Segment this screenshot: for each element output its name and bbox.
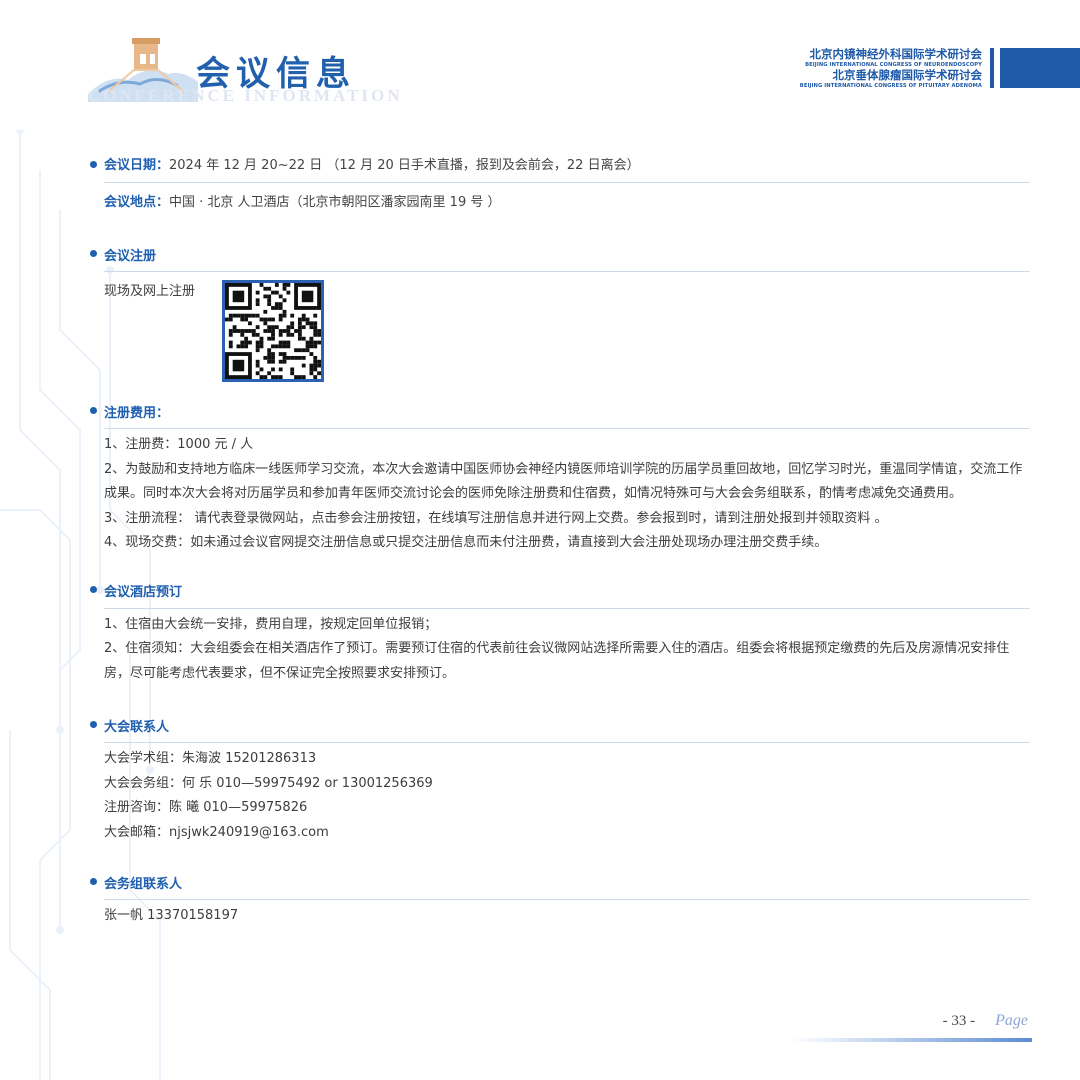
org-line1-cn: 北京内镜神经外科国际学术研讨会 bbox=[809, 47, 983, 61]
contact-academic: 大会学术组：朱海波 15201286313 bbox=[104, 751, 317, 766]
contacts-list: 大会学术组：朱海波 15201286313 大会会务组：何 乐 010—5997… bbox=[104, 747, 1030, 845]
bullet-icon bbox=[90, 720, 97, 728]
section-heading: 注册费用： bbox=[90, 396, 1030, 426]
header-subtitle: CONFERENCE INFORMATION bbox=[88, 86, 403, 105]
org-line2-cn: 北京垂体腺瘤国际学术研讨会 bbox=[832, 68, 983, 82]
org-line1-en: BEIJING INTERNATIONAL CONGRESS OF NEUROE… bbox=[805, 62, 982, 68]
venue-value: 中国 · 北京 人卫酒店（北京市朝阳区潘家园南里 19 号 ） bbox=[169, 195, 501, 210]
hotel-section: 会议酒店预订 1、住宿由大会统一安排，费用自理，按规定回单位报销； 2、住宿须知… bbox=[90, 576, 1030, 687]
divider bbox=[104, 271, 1030, 272]
bullet-icon bbox=[90, 586, 97, 593]
hotel-item-1: 1、住宿由大会统一安排，费用自理，按规定回单位报销； bbox=[104, 616, 438, 632]
page-indicator: - 33 - Page bbox=[943, 1012, 1028, 1030]
section-heading: 会务组联系人 bbox=[90, 867, 1030, 897]
bullet-icon bbox=[90, 406, 97, 414]
contact-registration: 注册咨询：陈 曦 010—59975826 bbox=[104, 800, 308, 815]
section-heading: 大会联系人 bbox=[90, 710, 1030, 740]
divider bbox=[104, 607, 1030, 609]
fee-item-4: 4、现场交费：如未通过会议官网提交注册信息或只提交注册信息而未付注册费，请直接到… bbox=[104, 535, 828, 550]
organizer-block: 北京内镜神经外科国际学术研讨会 BEIJING INTERNATIONAL CO… bbox=[800, 48, 982, 90]
date-value: 2024 年 12 月 20~22 日 （12 月 20 日手术直播，报到及会前… bbox=[169, 158, 640, 173]
page-title: 会议信息 bbox=[196, 54, 356, 94]
fee-item-1: 1、注册费：1000 元 / 人 bbox=[104, 437, 254, 452]
qr-code-icon[interactable] bbox=[222, 280, 324, 382]
main-content: 会议日期： 2024 年 12 月 20~22 日 （12 月 20 日手术直播… bbox=[90, 154, 1030, 929]
bullet-icon bbox=[90, 249, 97, 257]
fees-heading: 注册费用： bbox=[104, 405, 170, 421]
meeting-venue: 会议地点： 中国 · 北京 人卫酒店（北京市朝阳区潘家园南里 19 号 ） bbox=[90, 191, 1030, 217]
header-accent-bar-thin bbox=[990, 48, 994, 88]
section-heading: 会议酒店预订 bbox=[90, 576, 1030, 606]
registration-heading: 会议注册 bbox=[104, 248, 157, 264]
staff-contact: 张一帆 13370158197 bbox=[104, 908, 239, 923]
staff-section: 会务组联系人 张一帆 13370158197 bbox=[90, 867, 1030, 929]
meeting-date: 会议日期： 2024 年 12 月 20~22 日 （12 月 20 日手术直播… bbox=[90, 154, 1030, 180]
great-wall-logo bbox=[88, 38, 198, 102]
contacts-heading: 大会联系人 bbox=[104, 719, 170, 735]
contact-email[interactable]: 大会邮箱：njsjwk240919@163.com bbox=[104, 824, 329, 840]
divider bbox=[104, 428, 1030, 429]
bullet-icon bbox=[90, 877, 97, 885]
hotel-heading: 会议酒店预订 bbox=[104, 585, 183, 600]
hotel-list: 1、住宿由大会统一安排，费用自理，按规定回单位报销； 2、住宿须知：大会组委会在… bbox=[104, 613, 1030, 687]
fees-section: 注册费用： 1、注册费：1000 元 / 人 2、为鼓励和支持地方临床一线医师学… bbox=[90, 396, 1030, 556]
registration-section: 会议注册 现场及网上注册 bbox=[90, 239, 1030, 382]
header-accent-bar bbox=[1000, 48, 1080, 88]
fee-item-3: 3、注册流程： 请代表登录微网站，点击参会注册按钮，在线填写注册信息并进行网上交… bbox=[104, 510, 888, 526]
staff-heading: 会务组联系人 bbox=[104, 876, 183, 892]
contacts-section: 大会联系人 大会学术组：朱海波 15201286313 大会会务组：何 乐 01… bbox=[90, 710, 1030, 845]
hotel-item-2: 2、住宿须知：大会组委会在相关酒店作了预订。需要预订住宿的代表前往会议微网站选择… bbox=[104, 641, 1010, 681]
qr-code-graphic bbox=[225, 283, 321, 379]
date-label: 会议日期： bbox=[104, 158, 170, 173]
divider bbox=[104, 899, 1030, 900]
contact-affairs: 大会会务组：何 乐 010—59975492 or 13001256369 bbox=[104, 775, 433, 791]
fee-item-2: 2、为鼓励和支持地方临床一线医师学习交流，本次大会邀请中国医师协会神经内镜医师培… bbox=[104, 461, 1023, 502]
staff-list: 张一帆 13370158197 bbox=[104, 904, 1030, 929]
circuit-decoration bbox=[0, 130, 161, 1080]
page-number: - 33 - bbox=[942, 1013, 976, 1029]
divider bbox=[104, 742, 1030, 743]
venue-label: 会议地点： bbox=[104, 195, 170, 210]
section-heading: 会议注册 bbox=[90, 239, 1030, 269]
footer-line bbox=[792, 1038, 1032, 1042]
page-word: Page bbox=[995, 1012, 1028, 1029]
fees-list: 1、注册费：1000 元 / 人 2、为鼓励和支持地方临床一线医师学习交流，本次… bbox=[104, 433, 1030, 556]
bullet-icon bbox=[90, 161, 97, 168]
divider bbox=[104, 182, 1030, 183]
org-line2-en: BEIJING INTERNATIONAL CONGRESS OF PITUIT… bbox=[799, 83, 982, 89]
registration-method: 现场及网上注册 bbox=[104, 284, 196, 299]
